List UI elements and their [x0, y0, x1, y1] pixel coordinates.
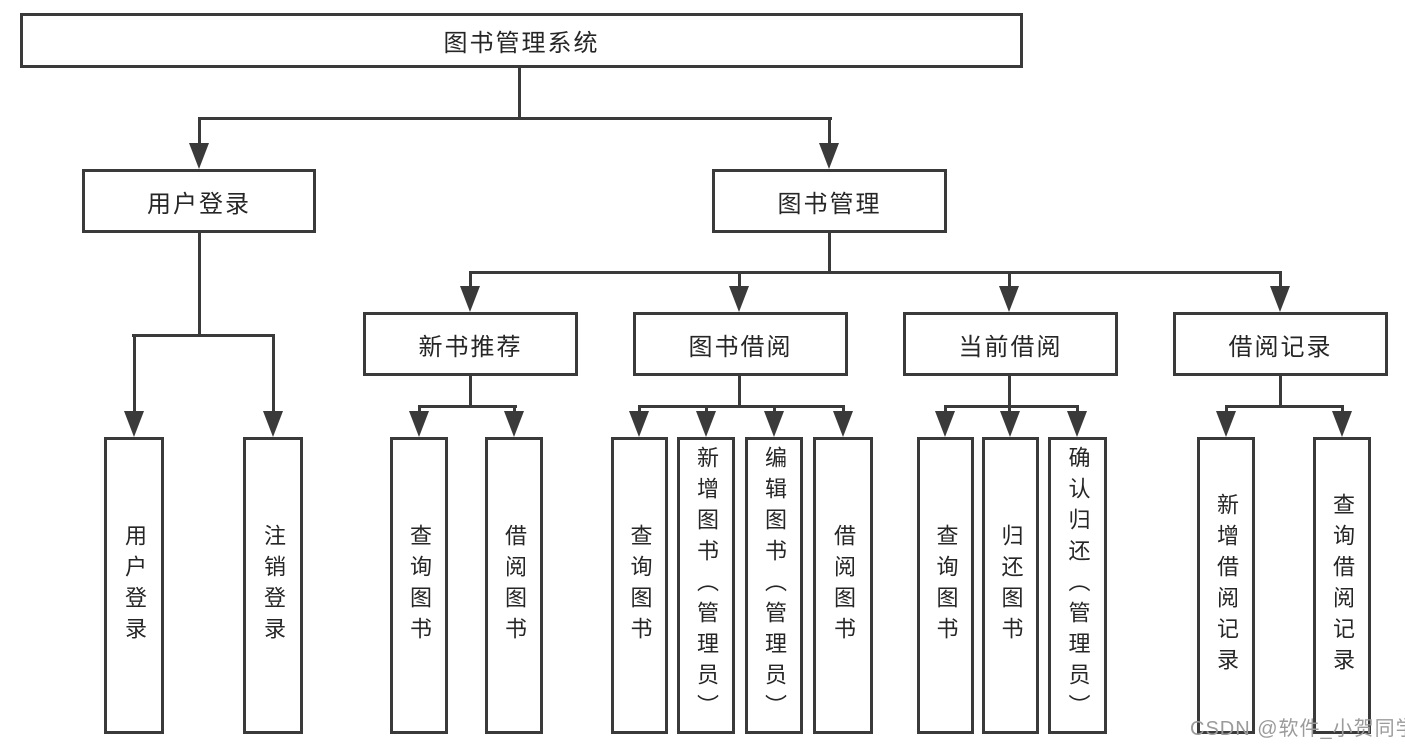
arrowhead-book-borrow [729, 286, 749, 312]
node-book-borrow: 图书借阅 [633, 312, 848, 376]
leaf-cb-confirm-return-admin-label: 确认归还（管理员） [1065, 446, 1091, 725]
connector-borrow-record-bus [1225, 405, 1344, 408]
arrowhead-bb1 [629, 411, 649, 437]
leaf-cb-query-book-label: 查询图书 [933, 523, 959, 648]
arrowhead-cb2 [1000, 411, 1020, 437]
arrowhead-current-borrow [999, 286, 1019, 312]
arrowhead-book-management [819, 143, 839, 169]
node-book-borrow-label: 图书借阅 [688, 333, 793, 361]
connector-drop-logout [272, 334, 275, 418]
connector-borrow-record-stem [1279, 374, 1282, 408]
leaf-br-add-record: 新增借阅记录 [1197, 437, 1255, 734]
leaf-cb-return-book-label: 归还图书 [998, 523, 1024, 648]
connector-new-book-bus [418, 405, 517, 408]
node-book-management-label: 图书管理 [777, 190, 882, 218]
leaf-bb-query-book-label: 查询图书 [627, 523, 653, 648]
connector-book-management-stem [828, 232, 831, 274]
connector-current-borrow-stem [1008, 374, 1011, 408]
node-root-label: 图书管理系统 [443, 30, 600, 57]
leaf-bb-add-book-admin-label: 新增图书（管理员） [694, 446, 719, 725]
connector-drop-new-book [469, 271, 472, 293]
leaf-nb-borrow-book-label: 借阅图书 [502, 523, 527, 648]
connector-drop-login [133, 334, 136, 418]
node-current-borrow-label: 当前借阅 [958, 333, 1063, 361]
connector-level1-bus [198, 117, 832, 120]
arrowhead-login [124, 411, 144, 437]
leaf-br-query-record-label: 查询借阅记录 [1330, 492, 1355, 679]
connector-drop-current-borrow [1008, 271, 1011, 293]
node-borrow-record: 借阅记录 [1173, 312, 1388, 376]
leaf-cb-confirm-return-admin: 确认归还（管理员） [1048, 437, 1107, 734]
connector-current-borrow-bus [944, 405, 1079, 408]
node-new-book-recommend: 新书推荐 [363, 312, 578, 376]
connector-user-login-stem [198, 232, 201, 337]
connector-drop-borrow-record [1279, 271, 1282, 293]
arrowhead-bb3 [764, 411, 784, 437]
csdn-watermark: CSDN @软件_小贺同学 [1190, 718, 1405, 740]
connector-user-login-bus [132, 334, 275, 337]
arrowhead-new-book [460, 286, 480, 312]
leaf-bb-query-book: 查询图书 [611, 437, 668, 734]
leaf-logout: 注销登录 [243, 437, 303, 734]
arrowhead-logout [263, 411, 283, 437]
leaf-user-login-label: 用户登录 [122, 523, 147, 648]
connector-sections-bus [469, 271, 1282, 274]
leaf-bb-add-book-admin: 新增图书（管理员） [677, 437, 735, 734]
leaf-bb-borrow-book-label: 借阅图书 [831, 523, 856, 648]
arrowhead-nb2 [504, 411, 524, 437]
arrowhead-br2 [1332, 411, 1352, 437]
arrowhead-cb3 [1067, 411, 1087, 437]
arrowhead-borrow-record [1270, 286, 1290, 312]
connector-book-borrow-bus [638, 405, 845, 408]
node-current-borrow: 当前借阅 [903, 312, 1118, 376]
leaf-bb-borrow-book: 借阅图书 [813, 437, 873, 734]
connector-drop-book-borrow [738, 271, 741, 293]
connector-root-stem [518, 66, 521, 120]
node-root-system: 图书管理系统 [20, 13, 1023, 68]
leaf-nb-query-book: 查询图书 [390, 437, 448, 734]
node-new-book-recommend-label: 新书推荐 [418, 333, 523, 361]
leaf-bb-edit-book-admin: 编辑图书（管理员） [745, 437, 803, 734]
leaf-cb-query-book: 查询图书 [917, 437, 974, 734]
leaf-cb-return-book: 归还图书 [982, 437, 1039, 734]
arrowhead-bb2 [696, 411, 716, 437]
connector-drop-user-login [198, 117, 201, 151]
connector-drop-book-management [828, 117, 831, 151]
arrowhead-bb4 [833, 411, 853, 437]
node-user-login-label: 用户登录 [147, 190, 251, 218]
leaf-nb-borrow-book: 借阅图书 [485, 437, 543, 734]
leaf-logout-label: 注销登录 [261, 523, 286, 648]
arrowhead-nb1 [409, 411, 429, 437]
leaf-nb-query-book-label: 查询图书 [407, 523, 432, 648]
leaf-bb-edit-book-admin-label: 编辑图书（管理员） [762, 446, 787, 725]
arrowhead-br1 [1216, 411, 1236, 437]
connector-new-book-stem [469, 374, 472, 408]
leaf-br-query-record: 查询借阅记录 [1313, 437, 1371, 734]
node-borrow-record-label: 借阅记录 [1228, 333, 1333, 361]
arrowhead-user-login [189, 143, 209, 169]
node-user-login: 用户登录 [82, 169, 316, 233]
connector-book-borrow-stem [738, 374, 741, 408]
arrowhead-cb1 [935, 411, 955, 437]
node-book-management: 图书管理 [712, 169, 947, 233]
leaf-user-login: 用户登录 [104, 437, 164, 734]
leaf-br-add-record-label: 新增借阅记录 [1214, 492, 1239, 679]
